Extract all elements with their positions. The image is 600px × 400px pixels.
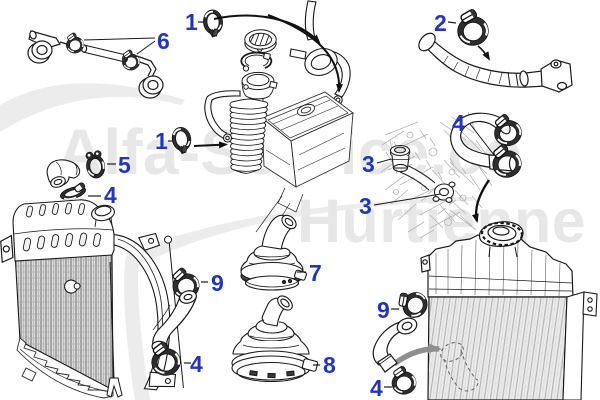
svg-text:4: 4 [190, 351, 203, 377]
svg-text:4: 4 [370, 375, 383, 400]
svg-text:1: 1 [185, 9, 198, 35]
svg-text:7: 7 [309, 260, 322, 286]
svg-text:9: 9 [377, 297, 390, 323]
svg-text:9: 9 [211, 270, 224, 296]
svg-text:4: 4 [452, 110, 465, 136]
svg-text:8: 8 [323, 352, 336, 378]
svg-text:2: 2 [434, 10, 447, 36]
svg-text:5: 5 [118, 152, 131, 178]
svg-text:4: 4 [104, 182, 117, 208]
svg-text:1: 1 [155, 128, 168, 154]
svg-text:3: 3 [359, 193, 372, 219]
svg-text:3: 3 [362, 151, 375, 177]
svg-text:6: 6 [157, 28, 170, 54]
